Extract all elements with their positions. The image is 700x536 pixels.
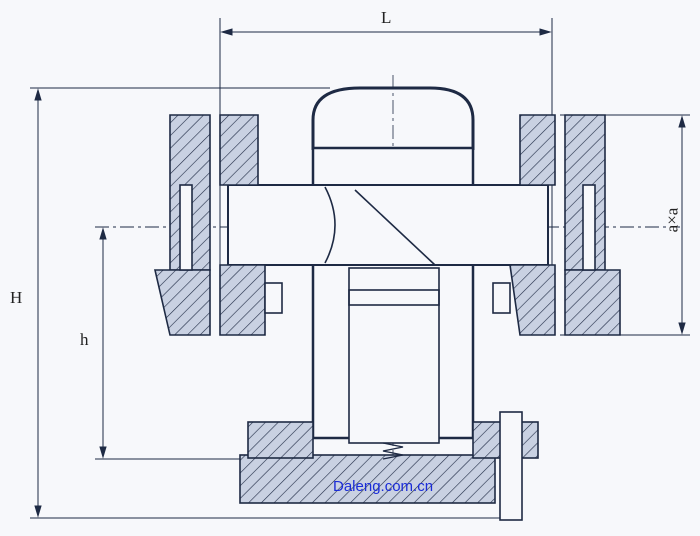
dimension-label-h: h	[80, 330, 89, 349]
bottom-bolt	[499, 411, 523, 521]
right-flange-outer	[519, 114, 556, 186]
left-bolt	[264, 282, 283, 314]
dimension-label-a: a×a	[662, 207, 682, 233]
right-bolt	[492, 282, 511, 314]
dome-cap	[311, 86, 475, 150]
spring	[382, 442, 404, 460]
dimension-H	[30, 87, 500, 519]
pipe	[227, 184, 549, 266]
bottom-cover	[239, 454, 496, 504]
watermark: Daleng.com.cn	[333, 478, 434, 495]
dimension-label-H: H	[10, 288, 23, 307]
dimension-label-L: L	[381, 8, 392, 27]
strainer-element	[348, 267, 440, 444]
